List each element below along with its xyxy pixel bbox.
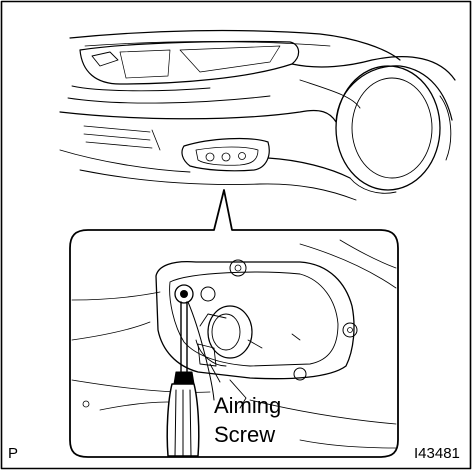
callout-label-line1: Aiming [214,393,282,418]
detail-callout-frame [69,189,399,458]
corner-mark: P [8,445,19,462]
fog-lamp-detail-drawing [71,239,397,449]
callout-label-line2: Screw [214,422,276,447]
callout-leader-line [187,301,215,401]
car-front-corner-drawing [59,29,456,201]
screwdriver-drawing [166,284,200,457]
figure-id: I43481 [414,445,460,462]
